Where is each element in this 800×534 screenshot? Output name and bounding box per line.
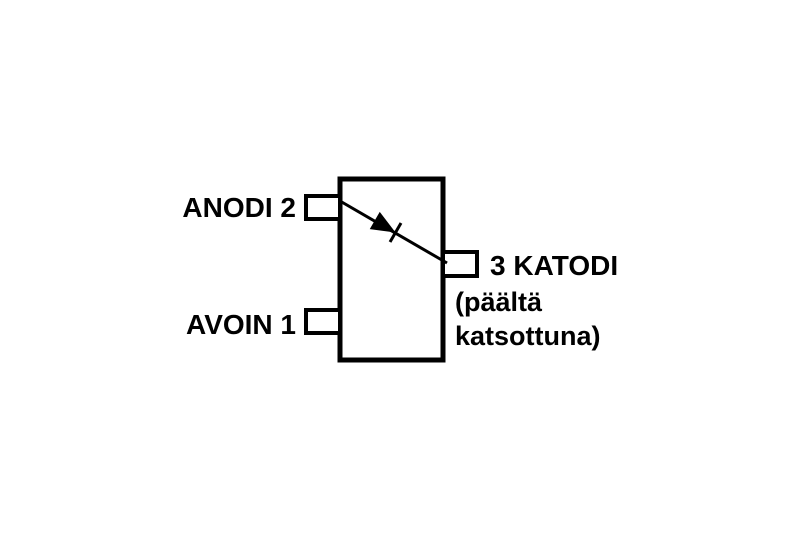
diode-triangle <box>369 211 396 233</box>
package-body <box>337 176 446 363</box>
pin-open <box>304 308 342 335</box>
diode-symbol-icon <box>369 211 403 243</box>
diode-cathode-bar <box>388 222 403 243</box>
open-pin-label: AVOIN 1 <box>186 309 296 340</box>
anode-pin-label: ANODI 2 <box>182 192 296 223</box>
pin-cathode <box>441 250 479 278</box>
view-note-line2: katsottuna) <box>455 321 601 351</box>
view-note-line1: (päältä <box>455 287 543 317</box>
pin-anode <box>304 194 342 221</box>
cathode-pin-label: 3 KATODI <box>490 250 619 281</box>
